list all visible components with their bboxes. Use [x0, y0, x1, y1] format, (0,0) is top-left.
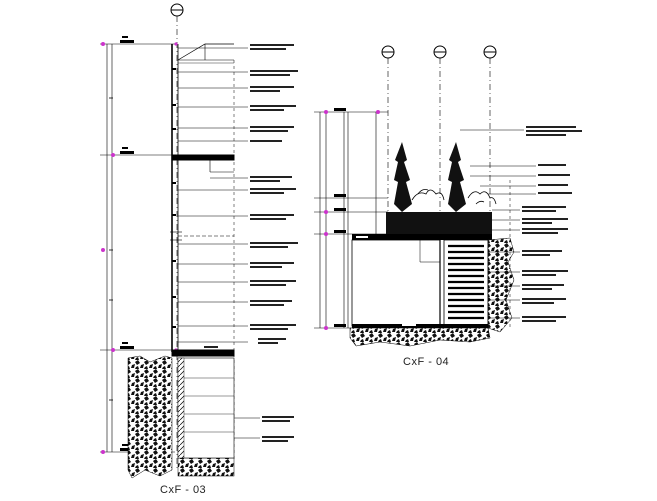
callout-text-blocks	[204, 44, 298, 442]
section-caption-cxf-04: CxF - 04	[403, 356, 450, 368]
grid-marker-icon	[170, 3, 184, 470]
mullion-marks	[172, 68, 176, 328]
callout-text-blocks	[356, 126, 582, 326]
shrub-icon	[411, 189, 497, 205]
soil-ground	[349, 237, 515, 347]
facade-wall	[170, 43, 235, 357]
section-caption-cxf-03: CxF - 03	[160, 484, 207, 496]
level-tags	[334, 108, 346, 327]
grid-marker-icon	[483, 45, 497, 214]
section-cxf-04	[314, 45, 582, 347]
grid-marker-icon	[381, 45, 395, 214]
stair-treads	[443, 239, 489, 327]
soil-foundation	[127, 355, 235, 479]
dimension-ticks	[109, 97, 113, 401]
planter-slab	[351, 212, 492, 327]
callouts-cxf-04	[460, 129, 536, 330]
grid-marker-icon	[433, 45, 447, 214]
level-tags	[120, 36, 134, 451]
level-marker-icons	[324, 110, 380, 330]
callouts-cxf-03	[178, 47, 260, 460]
tree-icon	[394, 142, 466, 212]
section-cxf-03	[100, 3, 298, 479]
